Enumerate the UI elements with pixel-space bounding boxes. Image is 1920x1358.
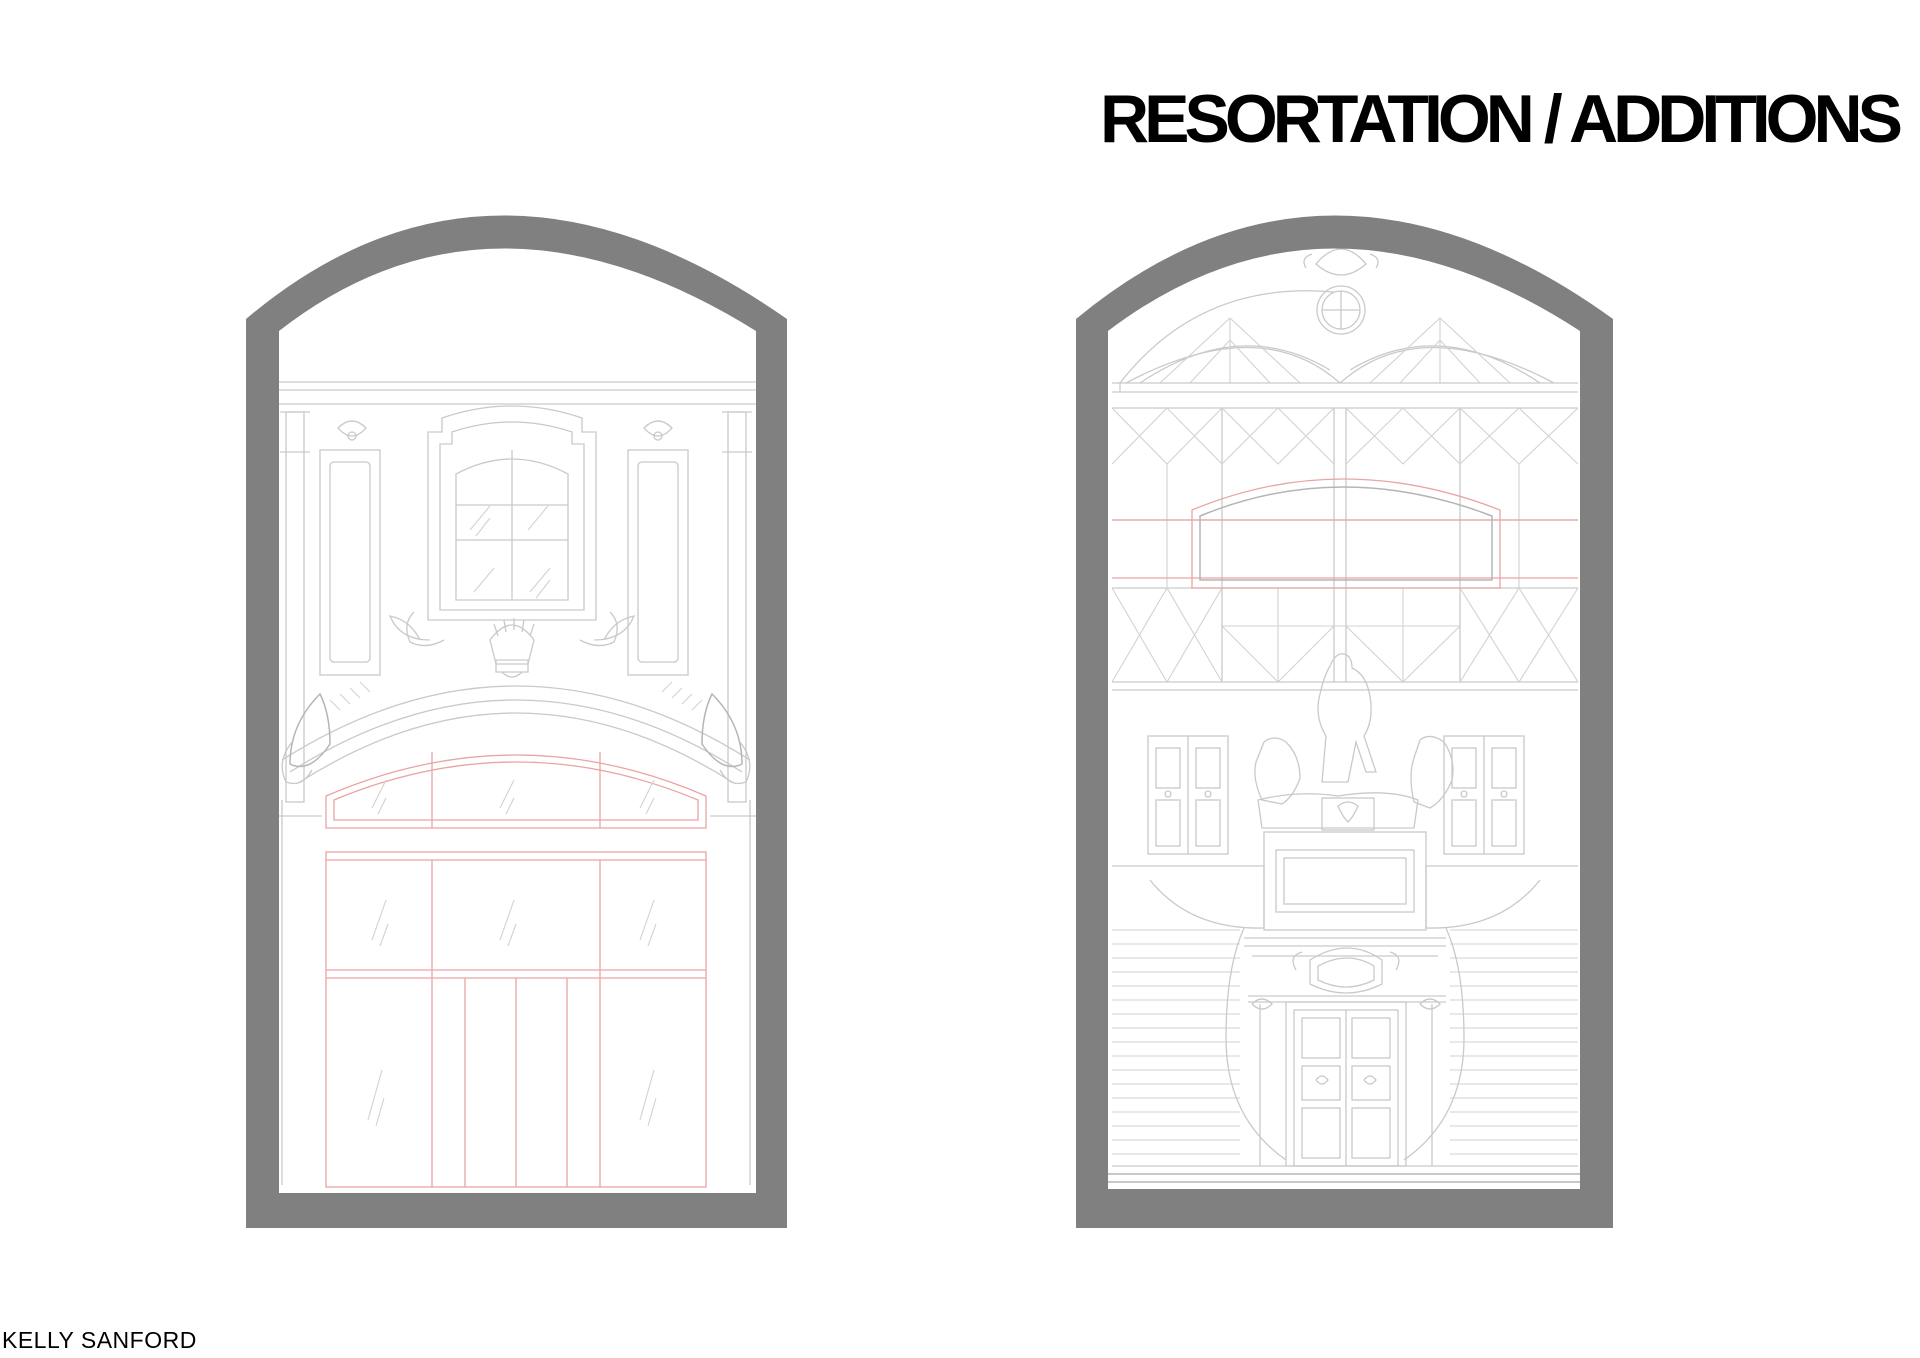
right-arch-frame <box>1076 215 1613 1228</box>
left-elevation <box>246 215 787 1228</box>
right-elevation <box>1076 215 1613 1228</box>
author-name: KELLY SANFORD <box>2 1327 197 1353</box>
left-storefront <box>325 752 707 1188</box>
right-sign-band <box>1112 478 1578 589</box>
left-facade-linework <box>276 381 756 1185</box>
page-title: RESORTATION / ADDITIONS <box>1100 81 1903 157</box>
right-facade-linework <box>1106 248 1584 1183</box>
left-arch-frame <box>246 215 787 1228</box>
